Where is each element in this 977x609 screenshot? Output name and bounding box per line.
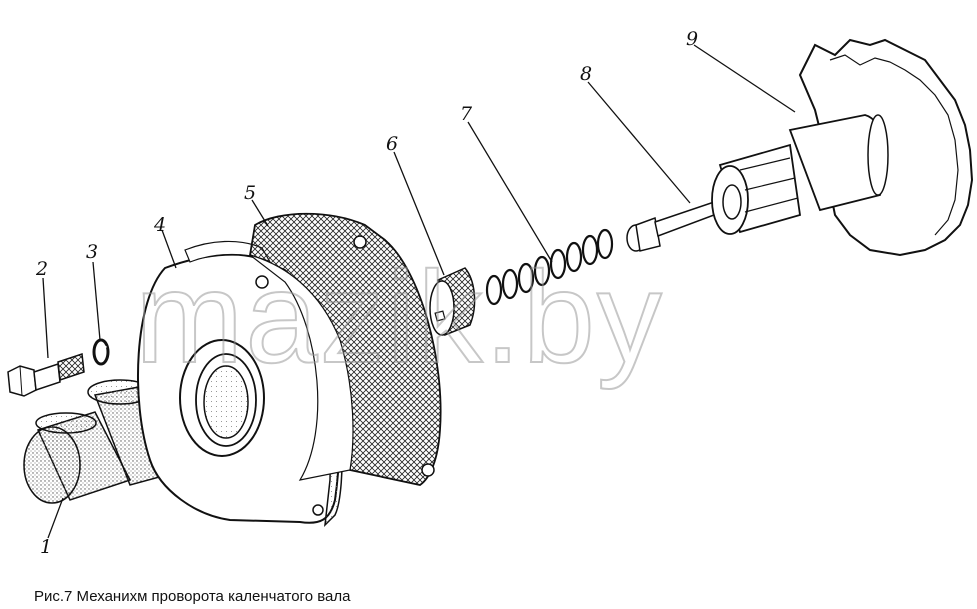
callout-1: 1 bbox=[40, 536, 52, 558]
callout-8: 8 bbox=[580, 63, 592, 85]
callout-7: 7 bbox=[460, 103, 473, 125]
figure-caption: Рис.7 Механихм проворота каленчатого вал… bbox=[34, 588, 351, 605]
part-8-plunger bbox=[626, 199, 723, 252]
part-5-gasket bbox=[248, 212, 442, 486]
leader-lines bbox=[42, 44, 796, 539]
watermark: mazik.by bbox=[135, 244, 664, 390]
part-3-washer bbox=[92, 338, 110, 366]
callout-3: 3 bbox=[86, 241, 98, 263]
callout-6: 6 bbox=[386, 133, 398, 155]
part-9-gear bbox=[711, 38, 974, 257]
callouts: 1 2 3 4 5 6 7 8 9 bbox=[35, 28, 698, 558]
callout-5: 5 bbox=[244, 182, 256, 204]
callout-9: 9 bbox=[686, 28, 698, 50]
part-7-spring bbox=[485, 228, 614, 306]
part-6-plug bbox=[429, 267, 476, 337]
callout-4: 4 bbox=[153, 214, 166, 236]
part-2-bolt bbox=[7, 352, 85, 397]
callout-2: 2 bbox=[35, 258, 48, 280]
